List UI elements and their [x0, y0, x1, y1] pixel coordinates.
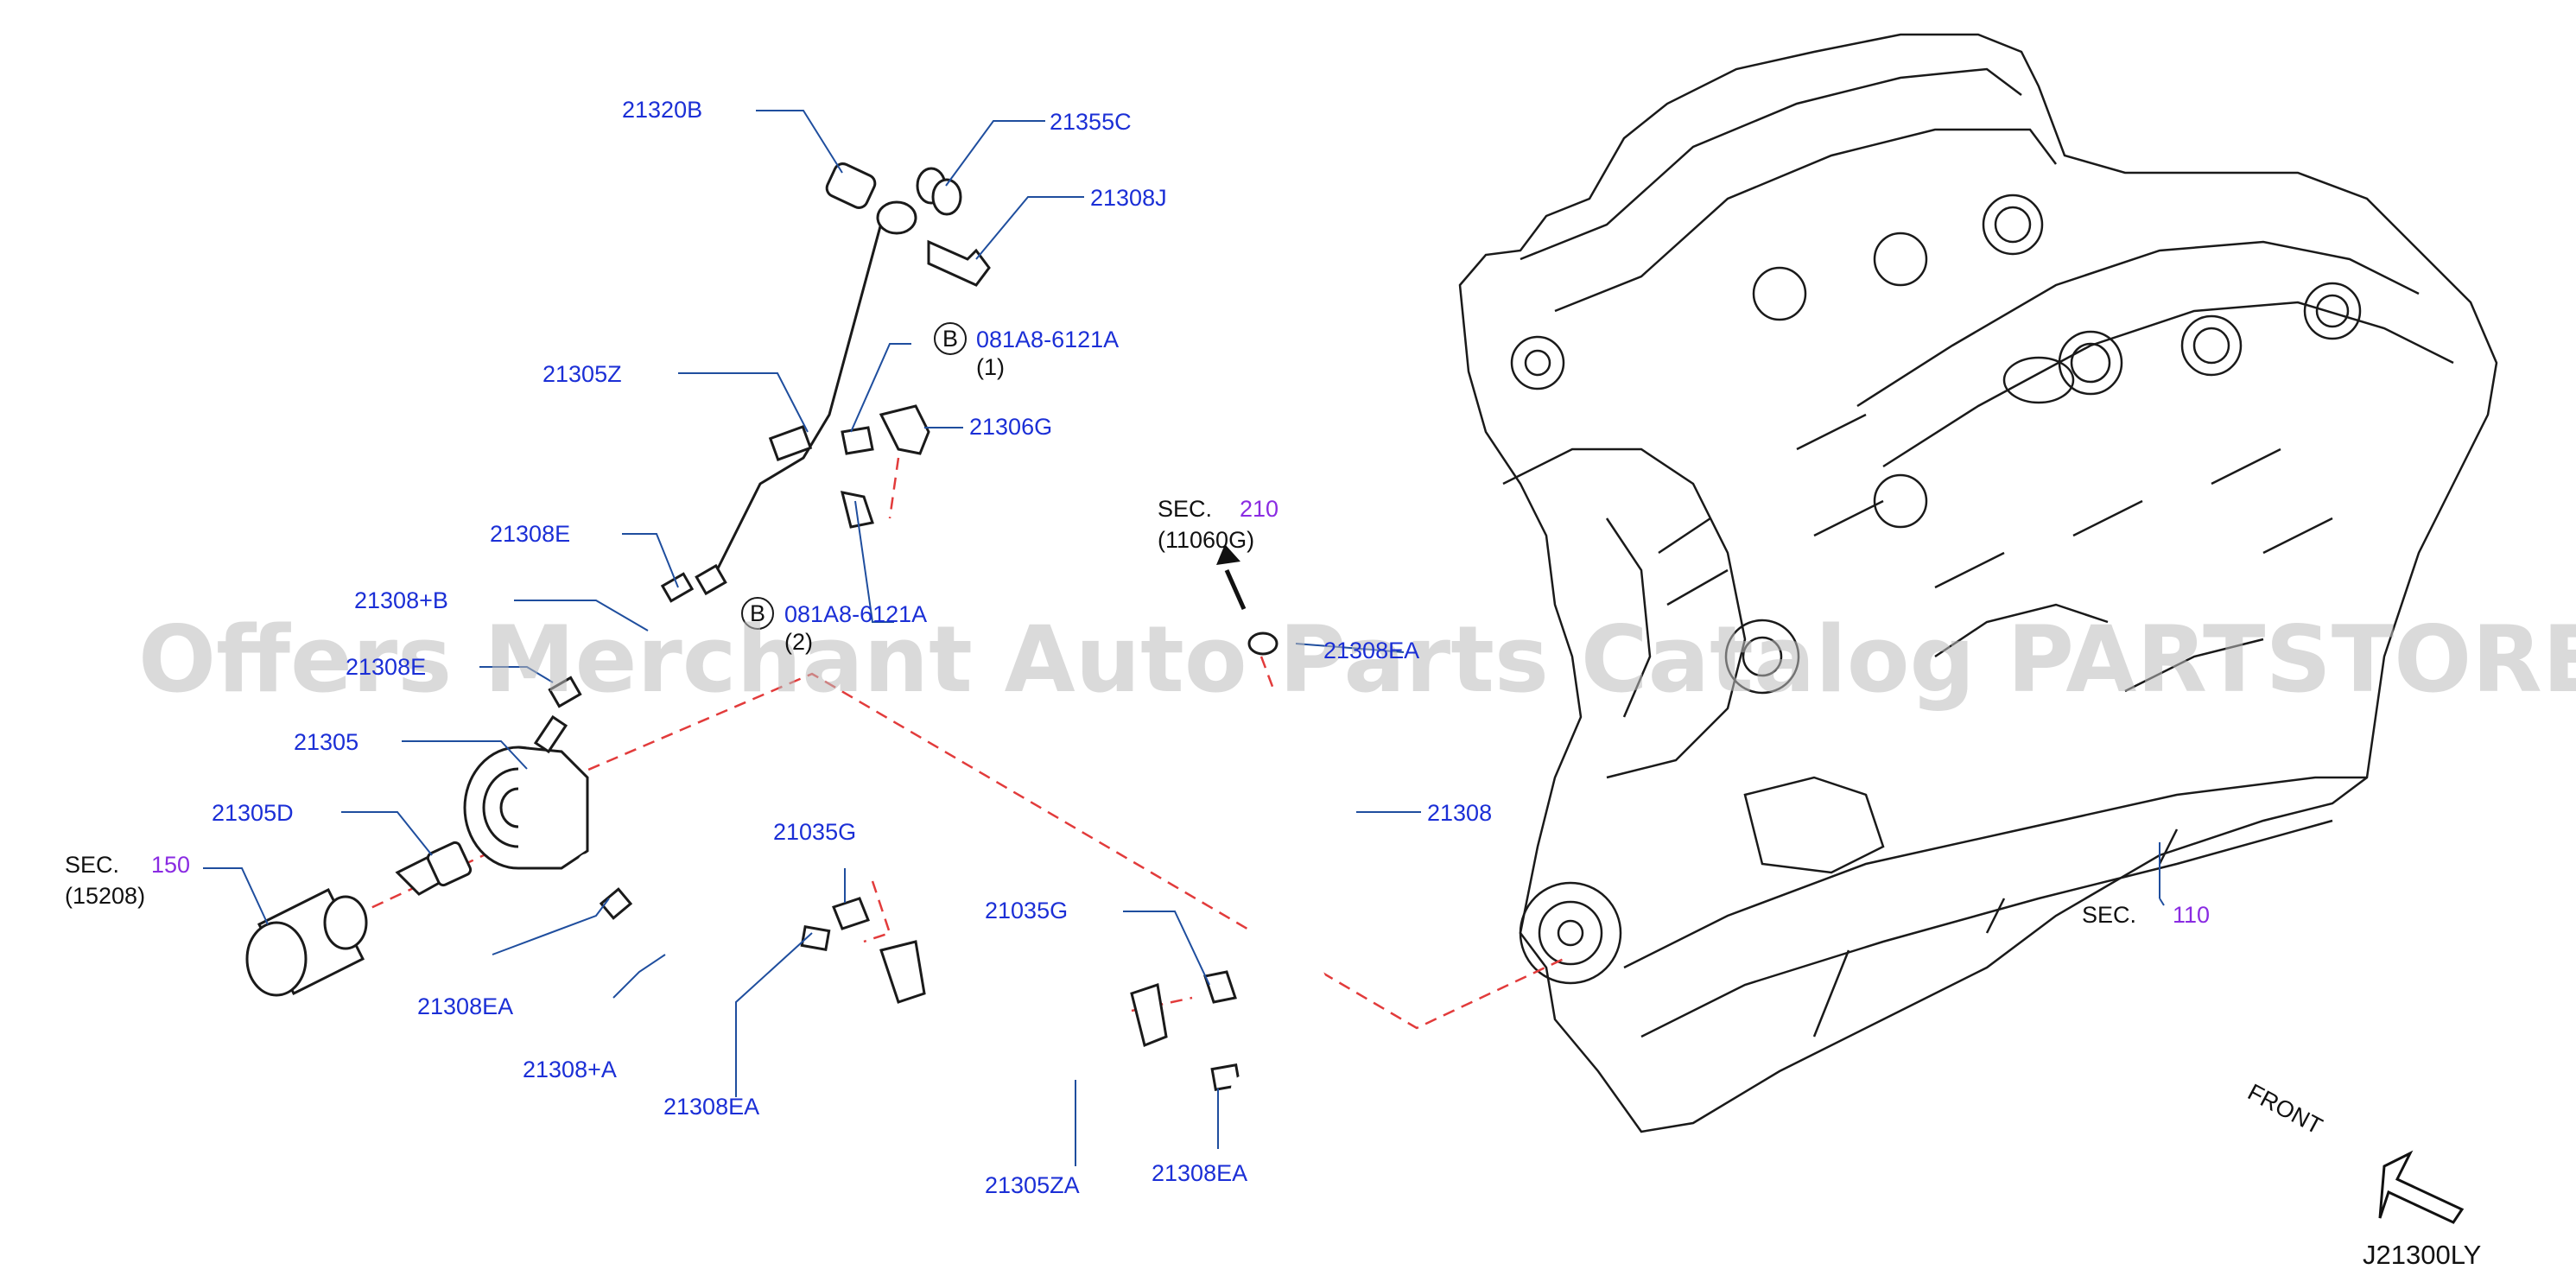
- bolt-badge-1-circle: [934, 322, 967, 355]
- eye-fitting: [876, 200, 917, 235]
- sec-150-prefix: SEC.: [65, 852, 119, 878]
- callout-21320b[interactable]: 21320B: [622, 97, 702, 123]
- callout-21355c[interactable]: 21355C: [1050, 109, 1132, 135]
- fitting-21320b: [825, 162, 877, 209]
- callout-21305za[interactable]: 21305ZA: [985, 1172, 1080, 1198]
- sec-210-prefix: SEC.: [1158, 496, 1212, 522]
- clamp-21308ea-mid: [800, 924, 831, 952]
- callout-labels: 21320B 21355C 21308J 21305Z 21306G 21308…: [212, 97, 1492, 1198]
- bolt-badge-1: B: [942, 326, 958, 352]
- callout-21306g[interactable]: 21306G: [969, 414, 1052, 440]
- callout-21308b[interactable]: 21308+B: [354, 587, 448, 613]
- callout-21308e-upper[interactable]: 21308E: [490, 521, 570, 547]
- engine-assembly: [1458, 33, 2498, 1133]
- bolt-badge-2: B: [750, 600, 765, 626]
- front-indicator: FRONT: [2243, 1079, 2465, 1224]
- oil-cooler-parts: [245, 162, 1353, 1128]
- front-label: FRONT: [2243, 1079, 2326, 1139]
- bolt-b1: [841, 426, 874, 455]
- cooler-nipple: [533, 714, 568, 754]
- dash-bolt-mid: [863, 880, 891, 943]
- clamp-21308e-lower: [548, 676, 582, 708]
- bolt-21035g-b: [1203, 970, 1237, 1004]
- callout-21308j[interactable]: 21308J: [1090, 185, 1167, 211]
- sec-150-sub: (15208): [65, 883, 145, 909]
- bolt-badge-2-circle: [741, 597, 774, 630]
- arrow-up-head: [1216, 544, 1240, 565]
- bracket-21306g: [879, 404, 930, 455]
- callout-21308e-lower[interactable]: 21308E: [346, 654, 426, 680]
- clamp-21308ea-left: [599, 887, 633, 920]
- washer-21355c-b: [931, 178, 962, 216]
- callout-21035g-b[interactable]: 21035G: [985, 898, 1068, 923]
- clamp-21308e-b: [695, 563, 727, 596]
- callout-21308ea-mid[interactable]: 21308EA: [663, 1094, 759, 1120]
- sec-210-number[interactable]: 210: [1240, 496, 1278, 522]
- dash-cooler-to-engine: [569, 672, 1564, 1030]
- bolt-b2: [840, 491, 874, 529]
- bolt-ref-2-qty: (2): [784, 629, 813, 655]
- bolt-21035g-a: [832, 897, 870, 930]
- arrow-up-icon: [1224, 568, 1247, 611]
- diagram-code: J21300LY: [2363, 1240, 2481, 1270]
- sec-110-number[interactable]: 110: [2173, 902, 2210, 928]
- watermark: Offers Merchant Auto Parts Catalog PARTS…: [138, 606, 2576, 713]
- callout-21308ea-left[interactable]: 21308EA: [417, 993, 513, 1019]
- bracket-right: [1130, 983, 1168, 1048]
- clamp-21308e-upper: [768, 425, 813, 461]
- dash-hose-top: [1259, 656, 1276, 692]
- callout-21308ea-right[interactable]: 21308EA: [1152, 1160, 1247, 1186]
- bolt-21308j: [927, 239, 991, 287]
- clamp-21308ea-top: [1247, 631, 1278, 656]
- bracket-left: [879, 940, 926, 1004]
- callout-21305d[interactable]: 21305D: [212, 800, 294, 826]
- sec-150-number[interactable]: 150: [151, 852, 190, 878]
- dash-bolt-upper: [888, 457, 900, 519]
- callout-21035g-a[interactable]: 21035G: [773, 819, 856, 845]
- sec-210-sub: (11060G): [1158, 527, 1254, 553]
- callout-21308ea-top[interactable]: 21308EA: [1323, 638, 1419, 663]
- bolt-ref-1-part[interactable]: 081A8-6121A: [976, 327, 1119, 352]
- sec-110-prefix: SEC.: [2082, 902, 2136, 928]
- oil-filter: [245, 887, 368, 997]
- bolt-ref-2-part[interactable]: 081A8-6121A: [784, 601, 927, 627]
- leader-lines: [203, 110, 2165, 1166]
- callout-21305z[interactable]: 21305Z: [542, 361, 622, 387]
- bolt-refs: B 081A8-6121A (1) B 081A8-6121A (2): [750, 326, 1119, 655]
- section-refs: SEC. 210 (11060G) SEC. 150 (15208) SEC. …: [65, 496, 2210, 928]
- front-arrow-icon: [2378, 1150, 2465, 1224]
- callout-21305[interactable]: 21305: [294, 729, 358, 755]
- callout-21308a[interactable]: 21308+A: [523, 1057, 617, 1082]
- callout-21308[interactable]: 21308: [1427, 800, 1492, 826]
- bolt-ref-1-qty: (1): [976, 354, 1005, 380]
